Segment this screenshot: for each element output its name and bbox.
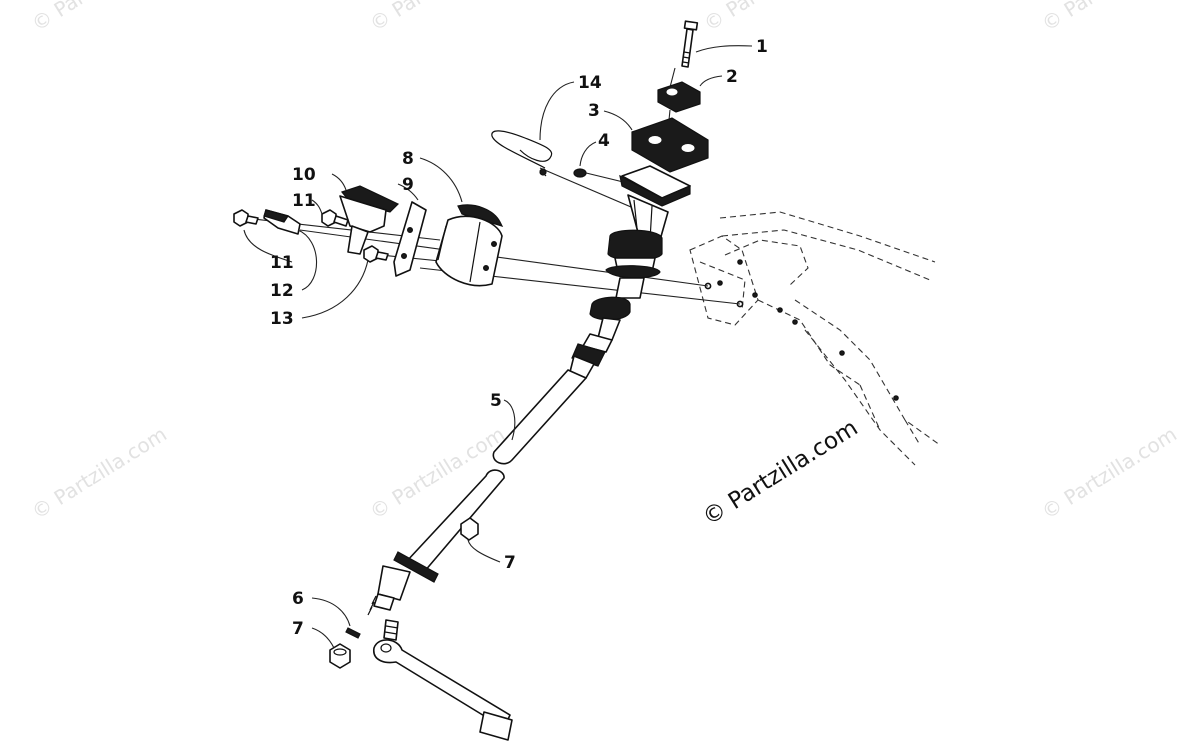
callout-11-lower: 11	[270, 253, 294, 273]
part-cable-14	[491, 130, 553, 177]
callout-7-upper: 7	[504, 553, 516, 573]
callout-8: 8	[402, 149, 414, 169]
part-bolt-11-upper	[321, 209, 349, 227]
callout-6: 6	[292, 589, 304, 609]
part-nut-7-upper	[460, 517, 479, 541]
part-steering-post	[569, 165, 691, 379]
callout-9: 9	[402, 175, 414, 195]
part-tie-rod	[373, 619, 513, 741]
callout-13: 13	[270, 309, 294, 329]
part-nut-7-lower	[329, 643, 351, 669]
callout-11-upper: 11	[292, 191, 316, 211]
part-washer-6	[345, 627, 361, 639]
part-clip-12	[263, 209, 301, 235]
part-nut-4	[573, 168, 587, 178]
callout-14: 14	[578, 73, 602, 93]
leader-lines	[243, 45, 753, 649]
callout-12: 12	[270, 281, 294, 301]
callout-10: 10	[292, 165, 316, 185]
callout-4: 4	[598, 131, 610, 151]
callout-3: 3	[588, 101, 600, 121]
part-clamp-cap-2	[657, 81, 701, 113]
callout-2: 2	[726, 67, 738, 87]
callout-1: 1	[756, 37, 768, 57]
frame-outline	[689, 211, 941, 466]
part-cover-8	[435, 204, 504, 287]
part-clamp-block-3	[631, 117, 709, 173]
part-bracket-9	[393, 201, 427, 277]
part-bolt-13	[363, 245, 389, 263]
part-bolt-1	[681, 20, 699, 68]
callout-labels: 1 2 3 4 5 6 7 7 8 9 10 11 11 12 13 14	[270, 37, 768, 639]
part-steering-shaft-5	[405, 369, 587, 573]
callout-7-lower: 7	[292, 619, 304, 639]
part-bolt-11-lower	[233, 209, 259, 227]
callout-5: 5	[490, 391, 502, 411]
part-lower-shaft-assembly	[367, 551, 439, 616]
